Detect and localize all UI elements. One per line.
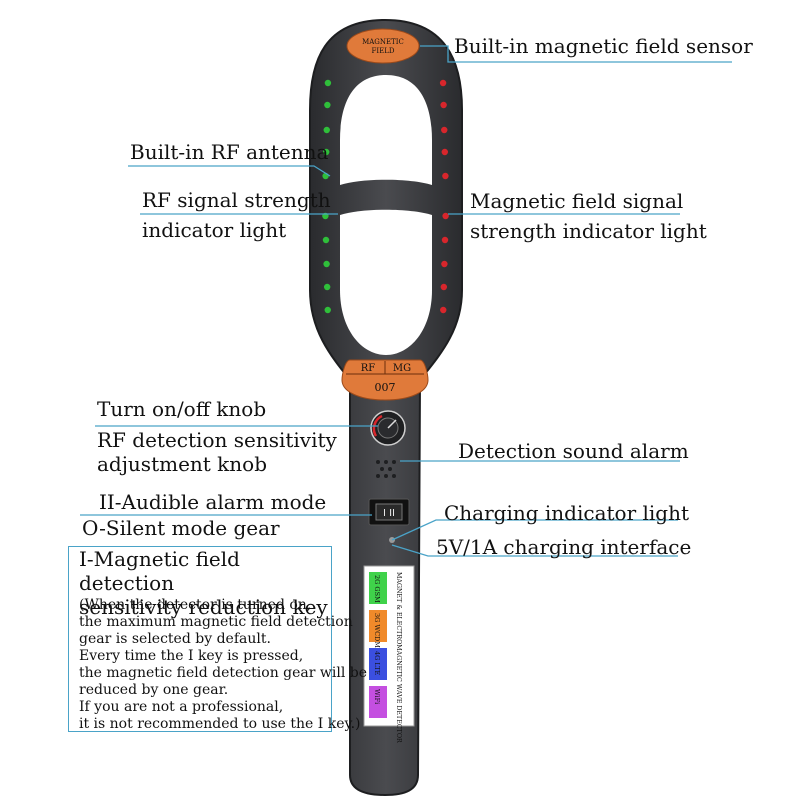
panel-side-text: MAGNET & ELECTROMAGNETIC WAVE DETECTOR [395,572,402,743]
label-rf-knob-line1: RF detection sensitivity [97,428,337,452]
leader-lines [80,45,732,557]
badge-text-1: MAGNETIC [362,38,404,46]
band-swatch [369,648,387,680]
band-swatch [369,610,387,642]
magnetic-led [442,212,449,220]
label-mag-strength-line2: strength indicator light [470,219,707,243]
magnetic-led [440,306,447,314]
loop-opening-bottom [340,209,432,355]
i-key-note: I-Magnetic field detection sensitivity r… [68,546,368,733]
note-line: reduced by one gear. [79,682,229,698]
magnetic-led [441,148,448,156]
badge-rf: RF [361,363,376,374]
note-title: I-Magnetic field detection sensitivity r… [79,547,331,619]
magnetic-indicator-leds [439,79,449,314]
label-magnetic-sensor: Built-in magnetic field sensor [454,34,753,58]
rf-led [323,260,330,268]
magnetic-led [441,126,448,134]
note-body: (When the detector is turned on, the max… [79,597,368,733]
svg-text:I II: I II [383,508,395,519]
rf-led [323,148,330,156]
note-line: the magnetic field detection gear will b… [79,665,368,681]
band-label: WiFi [373,689,381,704]
label-rf-antenna: Built-in RF antenna [130,140,329,164]
note-title-line2: sensitivity reduction key [79,595,328,619]
rf-indicator-leds [322,79,332,314]
rf-led [323,126,330,134]
note-line: it is not recommended to use the I key.) [79,716,361,732]
note-line: If you are not a professional, [79,699,284,715]
rf-led [322,236,330,244]
note-line: gear is selected by default. [79,631,271,647]
label-mag-strength-line1: Magnetic field signal [470,189,684,213]
rf-led [324,306,331,314]
label-audible-mode: II-Audible alarm mode [99,490,327,514]
magnetic-led [439,79,447,87]
label-charging-port: 5V/1A charging interface [436,535,692,559]
note-line: the maximum magnetic field detection [79,614,353,630]
band-swatch [369,686,387,718]
rf-mg-badge [341,359,429,401]
label-charging-light: Charging indicator light [444,501,690,525]
band-label: 4G LTE [373,651,381,676]
band-label: 2G GSM [373,575,381,603]
label-sound-alarm: Detection sound alarm [458,439,689,463]
badge-text-2: FIELD [372,47,395,55]
label-rf-knob-line2: adjustment knob [97,452,268,476]
magnetic-led [441,260,448,268]
badge-mg: MG [393,363,411,374]
magnetic-led [440,283,448,291]
rf-led [324,79,332,87]
magnetic-led [442,172,449,180]
label-rf-strength-line1: RF signal strength [142,188,331,212]
band-label: 3G WCDMA [373,613,381,653]
magnetic-led [441,236,449,244]
magnetic-field-badge [346,28,420,64]
speaker-grille [376,460,396,478]
loop-opening-top [340,75,432,185]
note-line: Every time the I key is pressed, [79,648,304,664]
label-on-off: Turn on/off knob [97,397,267,421]
label-silent-mode: O-Silent mode gear [82,516,280,540]
label-rf-strength-line2: indicator light [142,218,287,242]
note-line: (When the detector is turned on, [79,597,312,613]
note-title-line1: I-Magnetic field detection [79,547,240,595]
rf-led [323,283,331,291]
badge-model: 007 [375,381,396,394]
band-swatch [369,572,387,604]
rf-led [324,101,331,109]
magnetic-led [440,101,447,109]
